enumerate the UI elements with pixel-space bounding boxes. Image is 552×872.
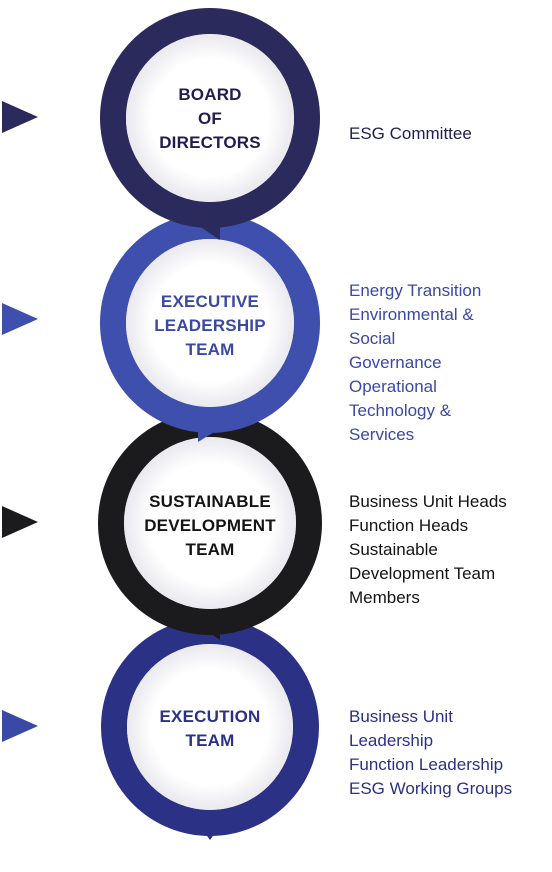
tier-description-board: ESG Committee	[349, 124, 472, 143]
tier-title-executive: EXECUTIVE LEADERSHIP TEAM	[154, 292, 266, 359]
tier-title-execution: EXECUTION TEAM	[159, 707, 261, 750]
tier-description-executive: Energy Transition Environmental & Social…	[349, 281, 482, 444]
ring-board	[100, 8, 320, 240]
tier-description-execution: Business Unit Leadership Function Leader…	[349, 707, 513, 798]
pointer-icon-board	[2, 101, 38, 133]
tier-description-sustainable: Business Unit Heads Function Heads Susta…	[349, 492, 507, 607]
tier-title-sustainable: SUSTAINABLE DEVELOPMENT TEAM	[144, 492, 276, 559]
tier-title-board: BOARD OF DIRECTORS	[159, 85, 261, 152]
pointer-icon-executive	[2, 303, 38, 335]
pointer-icon-execution	[2, 710, 38, 742]
pointer-icon-sustainable	[2, 506, 38, 538]
